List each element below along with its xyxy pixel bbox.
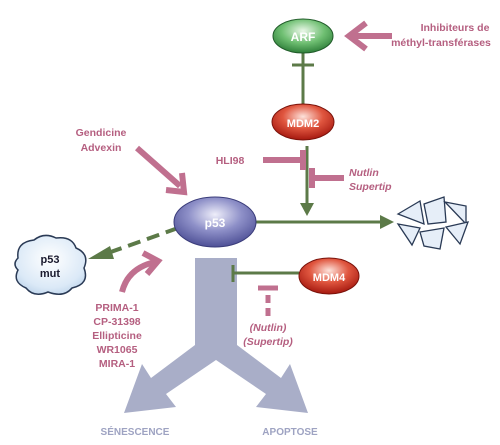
p53-label: p53 bbox=[205, 216, 226, 230]
p53-node: p53 bbox=[173, 196, 257, 248]
apoptose-label: APOPTOSE bbox=[262, 427, 318, 438]
mdm4-inhibition bbox=[231, 265, 299, 282]
mdm2-degradation-arrow bbox=[300, 146, 314, 216]
nutlin-paren-label: (Nutlin) bbox=[250, 322, 287, 334]
supertip-label: Supertip bbox=[349, 181, 392, 193]
advexin-label: Advexin bbox=[81, 142, 122, 154]
cp-label: CP-31398 bbox=[93, 316, 140, 328]
outcome-arrow bbox=[124, 258, 308, 413]
arf-mdm2-inhibition bbox=[292, 52, 314, 105]
inhibiteurs-arrow bbox=[344, 20, 392, 52]
hli98-label: HLI98 bbox=[216, 155, 245, 167]
p53-mut-node: p53 mut bbox=[14, 234, 87, 295]
inhibiteurs-label-line2: méthyl-transférases bbox=[391, 37, 491, 49]
supertip-paren-label: (Supertip) bbox=[243, 336, 293, 348]
prima-label: PRIMA-1 bbox=[95, 302, 138, 314]
mdm4-nutlin-inhibition bbox=[258, 285, 278, 316]
prima-reactivation-arrow bbox=[119, 250, 163, 293]
senescence-label: SÉNESCENCE bbox=[101, 425, 170, 438]
mut-label-line1: p53 bbox=[41, 254, 60, 266]
gendicine-arrow bbox=[135, 145, 188, 196]
p53-degradation-arrow bbox=[255, 215, 394, 229]
ellipticine-label: Ellipticine bbox=[92, 330, 142, 342]
mira-label: MIRA-1 bbox=[99, 358, 135, 370]
arf-label: ARF bbox=[291, 30, 316, 44]
mdm4-label: MDM4 bbox=[313, 272, 346, 284]
degradation-fragments-icon bbox=[396, 196, 470, 250]
nutlin-inhibition bbox=[309, 168, 344, 188]
wr-label: WR1065 bbox=[97, 344, 138, 356]
mdm4-node: MDM4 bbox=[298, 257, 360, 295]
gendicine-label: Gendicine bbox=[76, 127, 127, 139]
mut-label-line2: mut bbox=[40, 268, 61, 280]
mut-blob-shape bbox=[14, 234, 87, 295]
bifurcating-arrow-shape bbox=[124, 258, 308, 413]
p53-to-mut-arrow bbox=[88, 226, 179, 259]
mdm2-label: MDM2 bbox=[287, 118, 319, 130]
mdm2-node: MDM2 bbox=[271, 103, 335, 141]
inhibiteurs-label-line1: Inhibiteurs de bbox=[421, 22, 490, 34]
arf-node: ARF bbox=[272, 18, 334, 54]
nutlin-label: Nutlin bbox=[349, 167, 379, 179]
hli98-inhibition bbox=[263, 150, 306, 170]
